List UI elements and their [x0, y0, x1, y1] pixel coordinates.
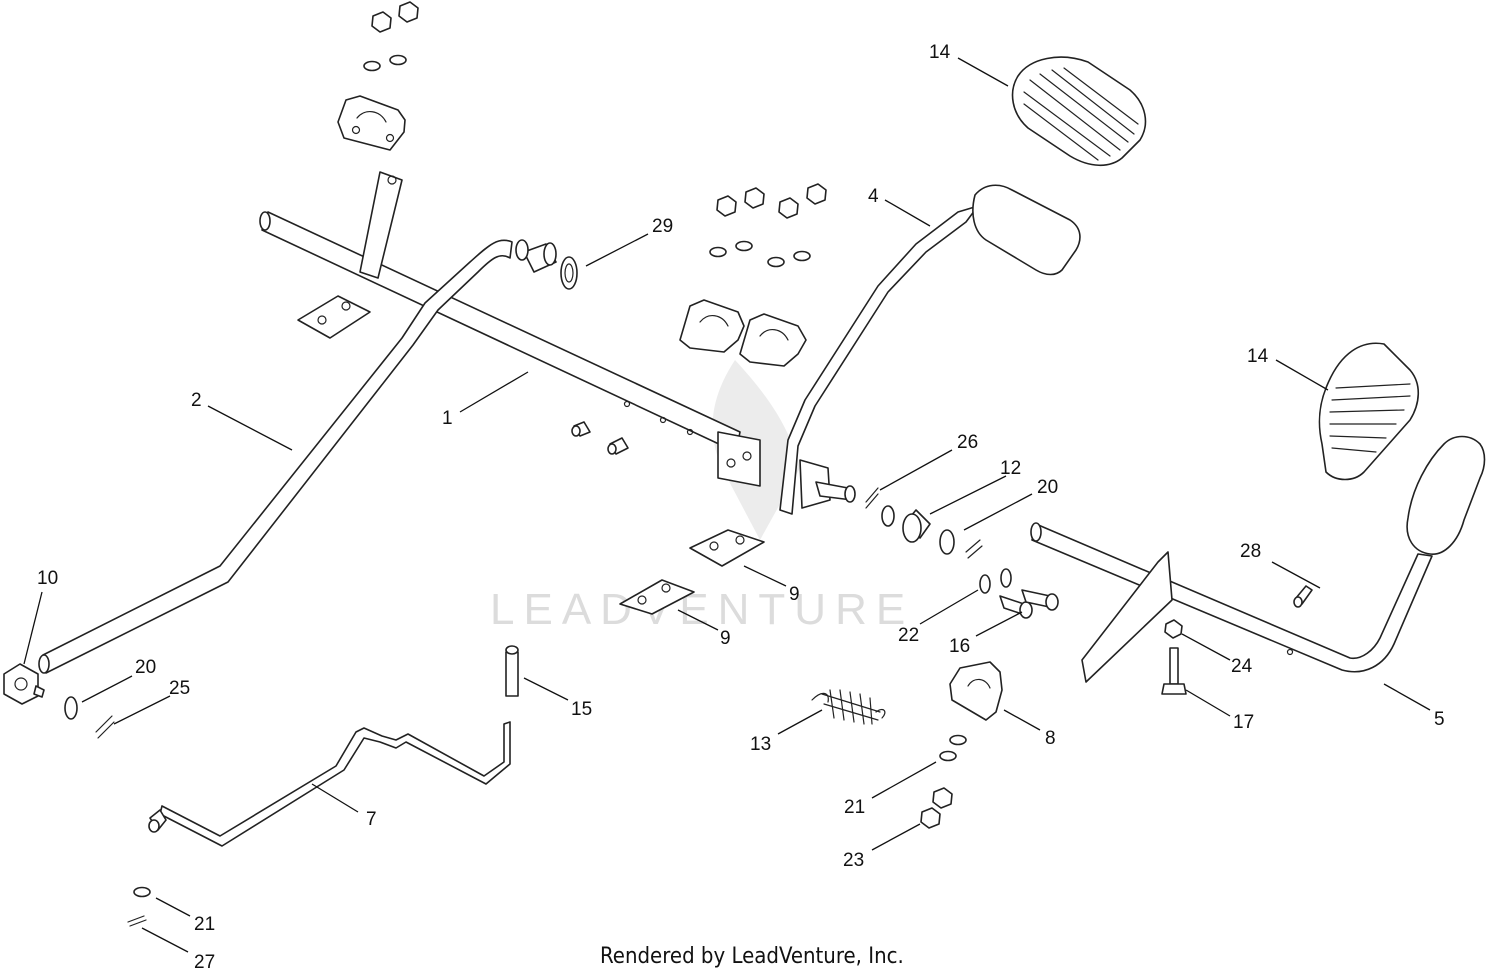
callout-26: 26 — [957, 432, 978, 453]
callout-12: 12 — [1000, 458, 1021, 479]
bolts-washers-16-22 — [979, 568, 1059, 619]
callout-21-bottom: 21 — [194, 914, 215, 935]
pedal-pad-lower — [1318, 342, 1420, 481]
pedal-arm-upper — [779, 184, 1081, 515]
callout-21-center: 21 — [844, 797, 865, 818]
spring-13 — [811, 689, 886, 725]
svg-text:LEADVENTURE: LEADVENTURE — [490, 585, 914, 634]
leader-lines — [23, 57, 1431, 953]
nut-bolt-17-24 — [1161, 619, 1187, 695]
callout-13: 13 — [750, 734, 771, 755]
mounting-plates-center — [619, 529, 765, 615]
callout-2: 2 — [191, 390, 202, 411]
washer-29 — [560, 256, 578, 290]
callout-1: 1 — [442, 408, 453, 429]
callout-9-lower: 9 — [720, 628, 731, 649]
pedal-pad-top — [1011, 56, 1147, 167]
callout-14-lower: 14 — [1247, 346, 1269, 367]
callout-20-left: 20 — [135, 657, 156, 678]
callout-9-upper: 9 — [789, 584, 800, 605]
long-rod — [38, 239, 557, 674]
callout-17: 17 — [1233, 712, 1254, 733]
callout-4: 4 — [868, 186, 879, 207]
hardware-bottom-left — [127, 886, 151, 927]
bracket-8-hardware — [920, 661, 1003, 829]
callout-5: 5 — [1434, 709, 1445, 730]
hardware-left — [64, 696, 115, 739]
top-bracket-left — [337, 1, 419, 151]
nuts-washers-center — [709, 183, 827, 268]
hardware-center-right — [865, 487, 983, 559]
callout-10: 10 — [37, 568, 58, 589]
callout-23: 23 — [843, 850, 864, 871]
callout-20-right: 20 — [1037, 477, 1058, 498]
footer-credit: Rendered by LeadVenture, Inc. — [600, 944, 904, 969]
callout-22: 22 — [898, 625, 919, 646]
callout-16: 16 — [949, 636, 970, 657]
center-brackets — [679, 299, 807, 367]
callouts: 14 4 29 2 1 14 26 12 20 28 10 9 9 22 16 … — [37, 42, 1445, 973]
pin-15 — [505, 645, 519, 697]
callout-28: 28 — [1240, 541, 1261, 562]
callout-8: 8 — [1045, 728, 1056, 749]
pin-28 — [1293, 585, 1313, 608]
mounting-plate-left — [297, 295, 371, 339]
callout-15: 15 — [571, 699, 592, 720]
pedal-arm-lower — [1030, 435, 1486, 683]
callout-24: 24 — [1231, 656, 1253, 677]
roll-pins — [571, 421, 629, 455]
pivot-block — [3, 663, 45, 705]
callout-25: 25 — [169, 678, 190, 699]
cross-shaft — [259, 171, 761, 487]
callout-27: 27 — [194, 952, 215, 973]
callout-29: 29 — [652, 216, 673, 237]
callout-14-top: 14 — [929, 42, 951, 63]
linkage-rod — [148, 721, 511, 847]
callout-7: 7 — [366, 809, 377, 830]
